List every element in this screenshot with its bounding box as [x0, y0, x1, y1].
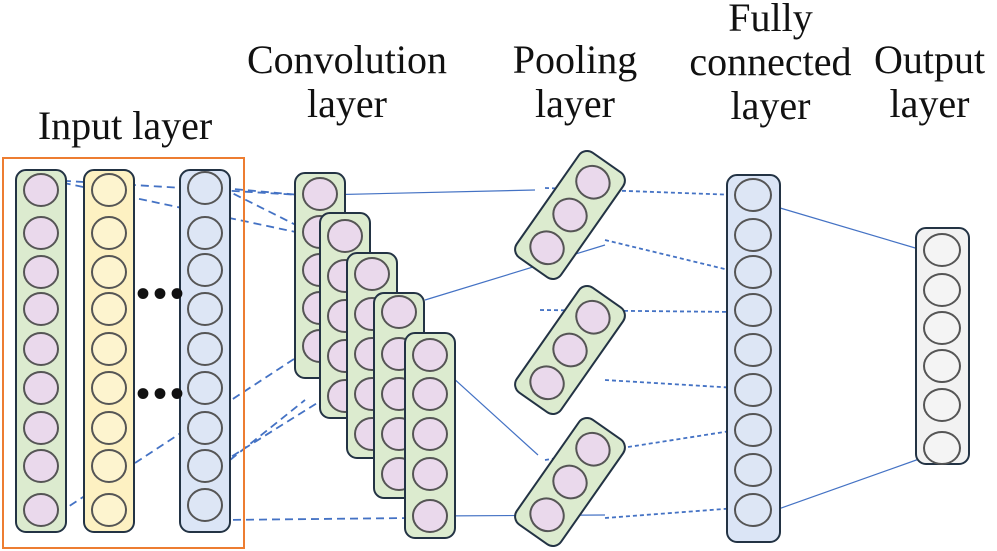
neuron-node-icon — [412, 417, 448, 451]
neuron-node-icon — [734, 413, 772, 447]
neuron-node-icon — [734, 333, 772, 367]
neuron-node-icon — [327, 219, 363, 253]
neuron-node-icon — [91, 371, 127, 405]
input-conv-link — [209, 394, 331, 471]
neuron-node-icon — [923, 233, 961, 267]
neuron-node-icon — [575, 164, 611, 200]
neuron-node-icon — [552, 197, 588, 233]
neuron-node-icon — [923, 431, 961, 465]
pool-fc-link — [544, 429, 738, 461]
fully-connected-column — [726, 174, 781, 543]
neuron-node-icon — [187, 371, 223, 405]
neuron-node-icon — [552, 464, 588, 500]
neuron-node-icon — [734, 293, 772, 327]
neuron-node-icon — [23, 173, 59, 207]
pool-fc-link — [604, 507, 738, 519]
pool-unit-1 — [514, 150, 626, 280]
input-conv-link — [47, 354, 301, 521]
neuron-node-icon — [187, 292, 223, 326]
input-layer-frame — [2, 157, 245, 549]
input-conv-link — [219, 517, 413, 521]
neuron-node-icon — [734, 493, 772, 527]
neuron-node-icon — [187, 449, 223, 483]
neuron-node-icon — [187, 171, 223, 205]
neuron-node-icon — [412, 338, 448, 372]
neuron-node-icon — [187, 332, 223, 366]
pool-unit-2 — [514, 285, 626, 415]
neuron-node-icon — [529, 497, 565, 533]
neuron-node-icon — [575, 431, 611, 467]
input-layer-label: Input layer — [37, 103, 213, 148]
neuron-node-icon — [23, 371, 59, 405]
neuron-node-icon — [23, 493, 59, 527]
neuron-node-icon — [552, 332, 588, 368]
pool-fc-link — [604, 379, 738, 389]
neuron-node-icon — [91, 493, 127, 527]
neuron-node-icon — [734, 178, 772, 212]
conv-pool-link — [319, 189, 536, 196]
neuron-node-icon — [575, 299, 611, 335]
neuron-node-icon — [23, 332, 59, 366]
neuron-node-icon — [734, 373, 772, 407]
input-conv-link — [221, 187, 319, 237]
pool-unit-3 — [514, 417, 626, 547]
neuron-node-icon — [354, 257, 390, 291]
neuron-node-icon — [923, 273, 961, 307]
neuron-node-icon — [734, 453, 772, 487]
neuron-node-icon — [91, 449, 127, 483]
input-conv-link — [221, 187, 301, 196]
neuron-node-icon — [923, 349, 961, 383]
neuron-node-icon — [91, 255, 127, 289]
neuron-node-icon — [23, 411, 59, 445]
neuron-node-icon — [734, 255, 772, 289]
neuron-node-icon — [412, 499, 448, 533]
neuron-node-icon — [734, 218, 772, 252]
neuron-node-icon — [23, 449, 59, 483]
neuron-node-icon — [923, 388, 961, 422]
neuron-node-icon — [187, 411, 223, 445]
layer-columns — [2, 150, 970, 549]
input-column-2 — [83, 169, 135, 533]
input-column-1 — [15, 169, 67, 533]
neuron-node-icon — [91, 173, 127, 207]
output-column — [915, 227, 970, 465]
neuron-node-icon — [187, 488, 223, 522]
neuron-node-icon — [381, 295, 417, 329]
fc-output-link — [769, 457, 923, 513]
neuron-node-icon — [23, 292, 59, 326]
pool-fc-link — [539, 309, 738, 313]
neuron-node-icon — [923, 311, 961, 345]
neuron-node-icon — [187, 216, 223, 250]
neuron-node-icon — [91, 292, 127, 326]
neuron-node-icon — [91, 411, 127, 445]
connections — [47, 179, 923, 521]
neuron-node-icon — [412, 457, 448, 491]
neuron-node-icon — [91, 332, 127, 366]
neuron-node-icon — [529, 230, 565, 266]
neuron-node-icon — [23, 216, 59, 250]
pool-fc-link — [604, 239, 738, 273]
ellipsis-lower: ••• — [136, 371, 188, 416]
neuron-node-icon — [91, 216, 127, 250]
input-column-3 — [179, 169, 231, 533]
fc-output-link — [769, 204, 923, 251]
neuron-node-icon — [23, 255, 59, 289]
conv-map-5 — [404, 332, 456, 539]
ellipsis-upper: ••• — [136, 271, 188, 316]
input-conv-link — [219, 399, 306, 469]
neuron-node-icon — [187, 253, 223, 287]
neuron-node-icon — [302, 177, 338, 211]
neuron-node-icon — [529, 365, 565, 401]
neuron-node-icon — [412, 377, 448, 411]
